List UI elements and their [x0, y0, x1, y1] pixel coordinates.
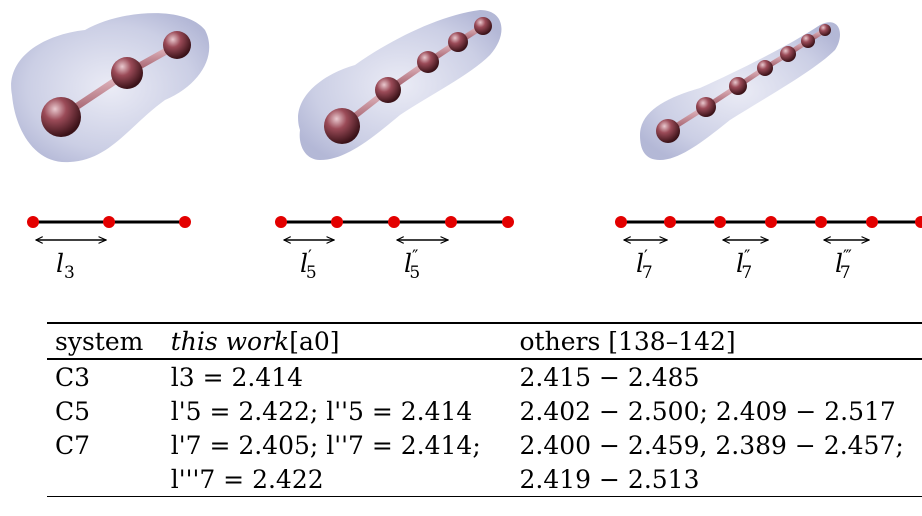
header-unit: [a0]	[289, 326, 340, 356]
row-this-work: l'5 = 2.422; l''5 = 2.414	[170, 396, 473, 426]
row-this-work: l'''7 = 2.422	[170, 462, 520, 497]
label-l7-prime: l′7	[636, 247, 653, 283]
molecule-figure: l3 l′5 l″5 l′7 l″7 l‴7	[11, 10, 922, 283]
c5-molecule-render	[298, 10, 502, 160]
row-this-work: l3 = 2.414	[170, 362, 304, 392]
table-row: C3 l3 = 2.414 2.415 − 2.485	[47, 359, 922, 394]
row-system: C3	[55, 362, 91, 392]
label-l5-double-prime: l″5	[404, 247, 420, 283]
table-row: C7 l'7 = 2.405; l''7 = 2.414; 2.400 − 2.…	[47, 428, 922, 462]
row-others: 2.415 − 2.485	[519, 362, 700, 392]
row-others: 2.402 − 2.500; 2.409 − 2.517	[519, 396, 896, 426]
row-system: C7	[55, 430, 91, 460]
row-system	[47, 462, 171, 497]
table-row: C5 l'5 = 2.422; l''5 = 2.414 2.402 − 2.5…	[47, 394, 922, 428]
label-l7-triple-prime: l‴7	[835, 247, 852, 283]
bond-length-table: system this work[a0] others [138–142] C3…	[47, 322, 922, 497]
header-system: system	[47, 322, 171, 360]
label-l7-double-prime: l″7	[736, 247, 752, 283]
header-this-work: this work[a0]	[170, 322, 520, 360]
c3-molecule-render	[11, 13, 210, 163]
c3-chain-schematic: l3	[27, 216, 191, 283]
row-this-work: l'7 = 2.405; l''7 = 2.414;	[170, 430, 481, 460]
c5-chain-schematic: l′5 l″5	[275, 216, 514, 283]
row-others: 2.400 − 2.459, 2.389 − 2.457;	[519, 430, 904, 460]
label-l3: l3	[56, 249, 75, 283]
label-l5-prime: l′5	[300, 247, 317, 283]
row-system: C5	[55, 396, 91, 426]
header-others: others [138–142]	[519, 322, 922, 360]
row-others: 2.419 − 2.513	[519, 462, 922, 497]
c7-molecule-render	[640, 22, 840, 161]
c7-chain-schematic: l′7 l″7 l‴7	[615, 216, 922, 283]
header-this-work-label: this work	[170, 326, 290, 356]
table-header-row: system this work[a0] others [138–142]	[47, 322, 922, 360]
table-row: l'''7 = 2.422 2.419 − 2.513	[47, 462, 922, 497]
